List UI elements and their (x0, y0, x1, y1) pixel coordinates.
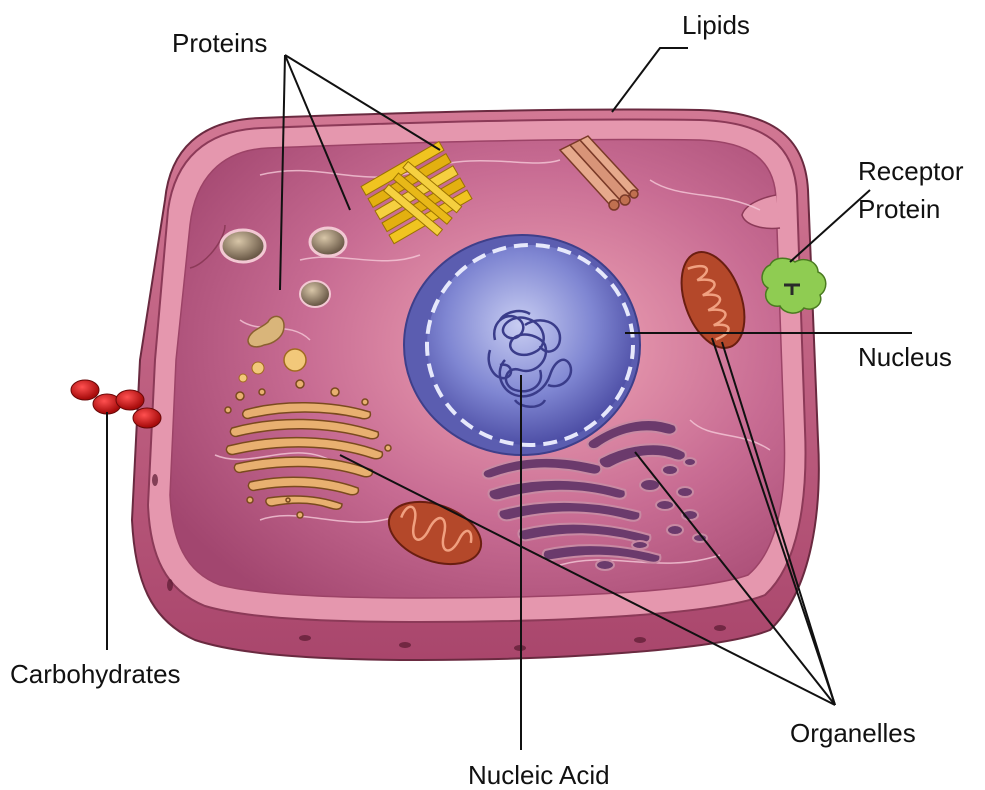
receptor-protein (762, 258, 826, 313)
nucleus-envelope (427, 245, 633, 445)
vesicle (300, 281, 330, 307)
vesicle (239, 374, 247, 382)
leader-lipids (612, 48, 688, 112)
label-lipids: Lipids (682, 10, 750, 40)
vesicle (284, 349, 306, 371)
label-receptor-protein-line1: Receptor (858, 156, 964, 186)
vesicle (310, 228, 346, 256)
label-carbohydrates: Carbohydrates (10, 659, 181, 689)
label-organelles: Organelles (790, 718, 916, 748)
label-nucleus: Nucleus (858, 342, 952, 372)
label-proteins: Proteins (172, 28, 267, 58)
label-receptor-protein-line2: Protein (858, 194, 940, 224)
label-nucleic-acid: Nucleic Acid (468, 760, 610, 790)
vesicle (252, 362, 264, 374)
vesicle (221, 230, 265, 262)
